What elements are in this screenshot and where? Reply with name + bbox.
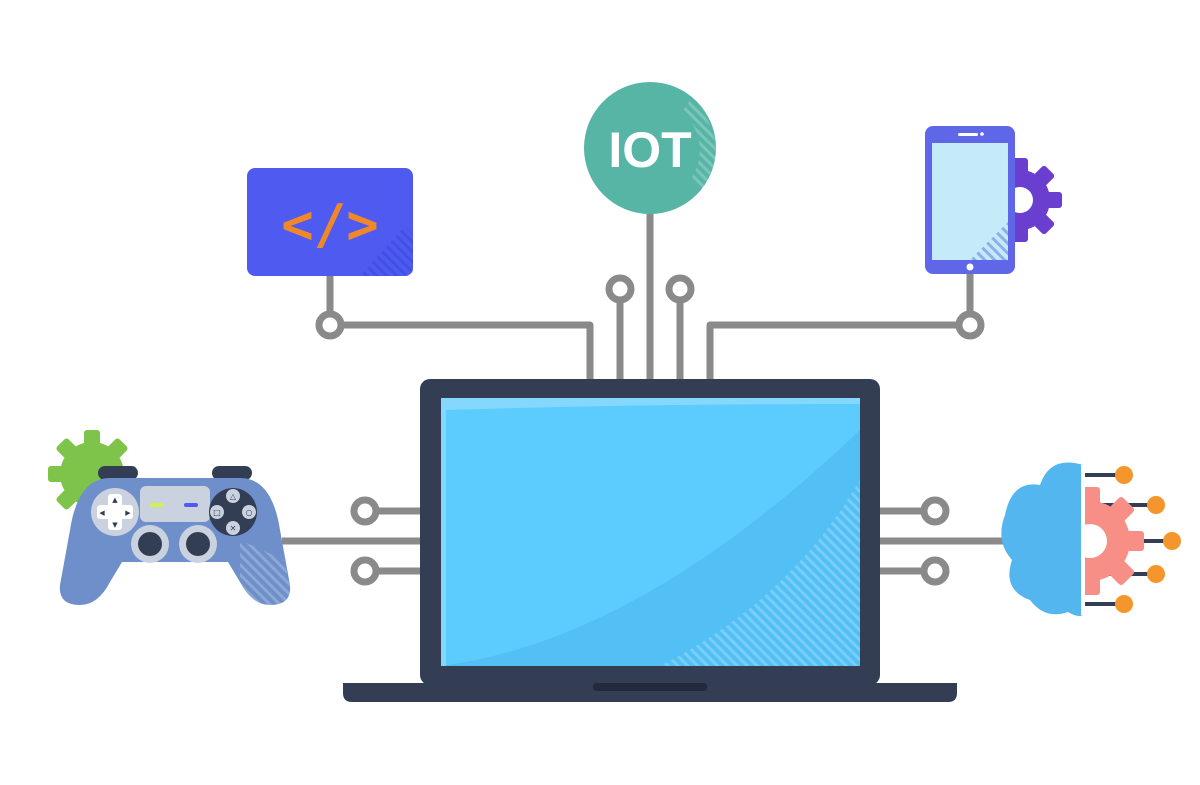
svg-text:▶: ▶ [125, 509, 131, 517]
svg-text:▼: ▼ [112, 521, 118, 529]
svg-text:◀: ◀ [99, 509, 105, 517]
node-right-top [924, 500, 946, 522]
gamepad-led-blue [184, 503, 198, 507]
node-left-top [354, 500, 376, 522]
node-left-bottom [354, 560, 376, 582]
svg-text:✕: ✕ [230, 524, 237, 533]
svg-text:△: △ [230, 492, 237, 501]
laptop-icon [343, 379, 957, 702]
node-right-bottom [924, 560, 946, 582]
code-icon: </> [247, 168, 413, 276]
node-pin-left [609, 278, 631, 300]
node-code [319, 314, 341, 336]
phone-home-button [967, 264, 974, 271]
face-buttons: △ ✕ □ ○ [209, 488, 257, 536]
svg-text:○: ○ [246, 508, 253, 517]
svg-text:□: □ [213, 508, 221, 517]
laptop-notch [593, 683, 707, 691]
phone-speaker [958, 133, 978, 136]
dpad-icon: ▲ ▼ ◀ ▶ [91, 488, 139, 536]
node-phone [959, 314, 981, 336]
gamepad-led-green [150, 503, 164, 507]
phone-camera [980, 132, 984, 136]
node-pin-right [669, 278, 691, 300]
code-wire [330, 276, 590, 382]
smartphone-icon [925, 126, 1062, 274]
gamepad-icon: ▲ ▼ ◀ ▶ △ ✕ □ ○ [48, 430, 290, 605]
iot-icon: IOT [584, 82, 716, 214]
svg-text:▲: ▲ [112, 496, 118, 504]
code-symbol: </> [281, 193, 379, 256]
cloud-network-icon [1001, 463, 1181, 617]
iot-label: IOT [608, 122, 691, 178]
cloud-shape [1001, 463, 1083, 617]
phone-wire [710, 273, 970, 382]
